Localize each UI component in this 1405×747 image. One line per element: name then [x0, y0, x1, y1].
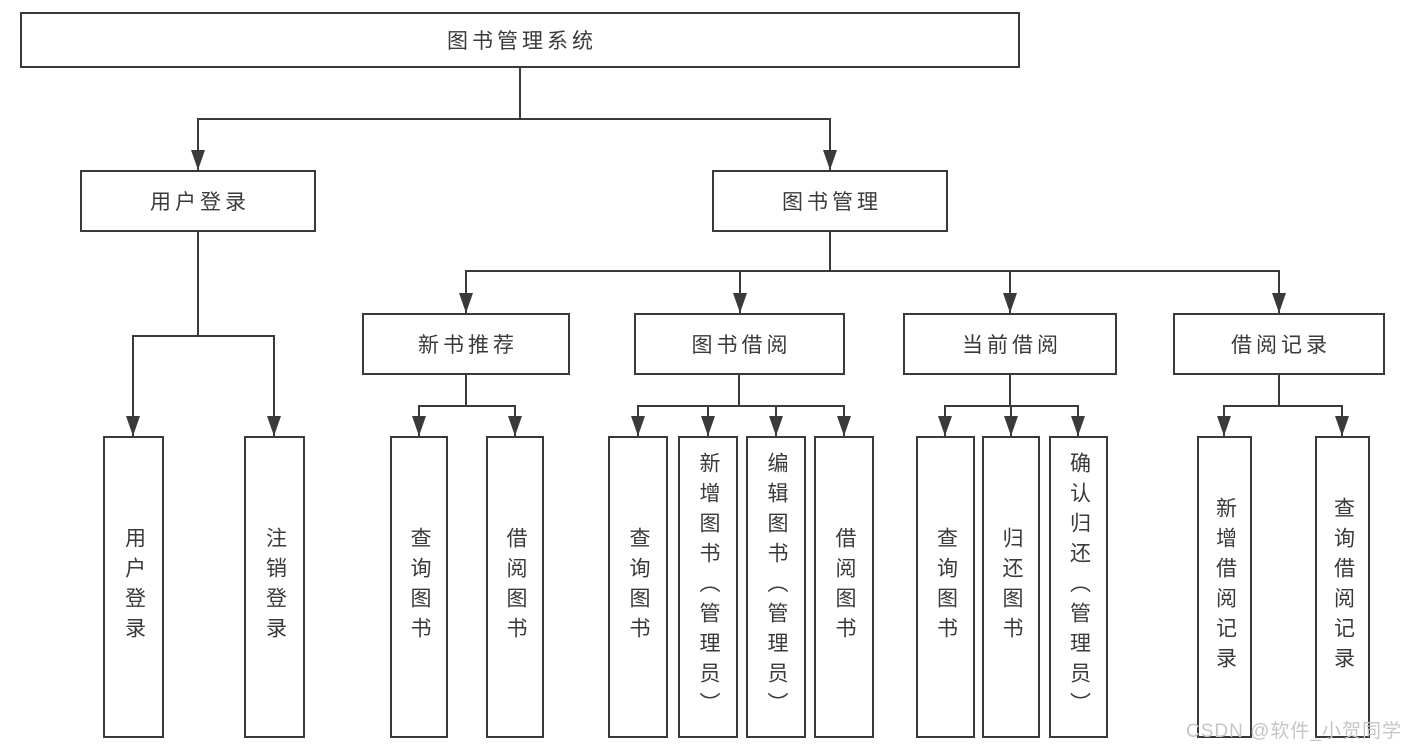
arrowhead-current-borrow: [1003, 293, 1017, 313]
node-library-management-system: 图书管理系统: [20, 12, 1020, 68]
connector-user-login-bus: [132, 335, 275, 337]
connector-drop-new-book: [465, 270, 467, 313]
node-borrow-records: 借阅记录: [1173, 313, 1385, 375]
node-book-management: 图书管理: [712, 170, 948, 232]
arrowhead-new-book: [459, 293, 473, 313]
arrowhead-book-borrow: [733, 293, 747, 313]
leaf-add-borrow-record: 新增借阅记录: [1197, 436, 1252, 738]
connector-drop-current-borrow: [1009, 270, 1011, 313]
leaf-borrow-books-2: 借阅图书: [814, 436, 874, 738]
connector-borrow-records-bus: [1223, 405, 1343, 407]
leaf-borrow-books-1: 借阅图书: [486, 436, 544, 738]
arrowhead-leaf-query-books-2: [631, 416, 645, 436]
node-new-book-recommend: 新书推荐: [362, 313, 570, 375]
arrowhead-leaf-user-login: [126, 416, 140, 436]
node-current-borrow: 当前借阅: [903, 313, 1117, 375]
arrowhead-leaf-return-books: [1004, 416, 1018, 436]
leaf-add-book-admin: 新增图书（管理员）: [678, 436, 738, 738]
connector-borrow-records-stem: [1278, 375, 1280, 405]
connector-book-borrow-stem: [738, 375, 740, 405]
arrowhead-leaf-edit-book: [769, 416, 783, 436]
connector-drop-leaf-user-login: [132, 335, 134, 436]
connector-root-bus: [197, 118, 831, 120]
arrowhead-leaf-logout: [267, 416, 281, 436]
arrowhead-leaf-query-borrow-record: [1335, 416, 1349, 436]
arrowhead-leaf-query-books-3: [938, 416, 952, 436]
connector-book-management-stem: [829, 232, 831, 270]
leaf-confirm-return-admin: 确认归还（管理员）: [1049, 436, 1108, 738]
watermark: CSDN @软件_小贺同学: [1186, 721, 1402, 742]
connector-book-borrow-bus: [637, 405, 845, 407]
leaf-user-login: 用户登录: [103, 436, 164, 738]
connector-current-borrow-stem: [1009, 375, 1011, 405]
arrowhead-leaf-add-book: [701, 416, 715, 436]
arrowhead-book-management: [823, 150, 837, 170]
arrowhead-leaf-confirm-return: [1071, 416, 1085, 436]
leaf-query-books-2: 查询图书: [608, 436, 668, 738]
leaf-query-borrow-record: 查询借阅记录: [1315, 436, 1370, 738]
connector-drop-book-management: [829, 118, 831, 170]
leaf-query-books-3: 查询图书: [916, 436, 975, 738]
connector-book-management-bus: [465, 270, 1279, 272]
connector-drop-book-borrow: [739, 270, 741, 313]
arrowhead-user-login: [191, 150, 205, 170]
arrowhead-leaf-add-borrow-record: [1217, 416, 1231, 436]
leaf-edit-book-admin: 编辑图书（管理员）: [746, 436, 806, 738]
node-user-login: 用户登录: [80, 170, 316, 232]
connector-new-book-stem: [465, 375, 467, 405]
leaf-logout: 注销登录: [244, 436, 305, 738]
node-book-borrow: 图书借阅: [634, 313, 845, 375]
arrowhead-borrow-records: [1272, 293, 1286, 313]
leaf-return-books: 归还图书: [982, 436, 1040, 738]
connector-drop-borrow-records: [1278, 270, 1280, 313]
connector-new-book-bus: [418, 405, 516, 407]
arrowhead-leaf-query-books-1: [412, 416, 426, 436]
connector-root-stem: [519, 68, 521, 118]
leaf-query-books-1: 查询图书: [390, 436, 448, 738]
connector-drop-leaf-logout: [273, 335, 275, 436]
connector-user-login-stem: [197, 232, 199, 335]
arrowhead-leaf-borrow-books-2: [837, 416, 851, 436]
connector-drop-user-login: [197, 118, 199, 170]
arrowhead-leaf-borrow-books-1: [508, 416, 522, 436]
